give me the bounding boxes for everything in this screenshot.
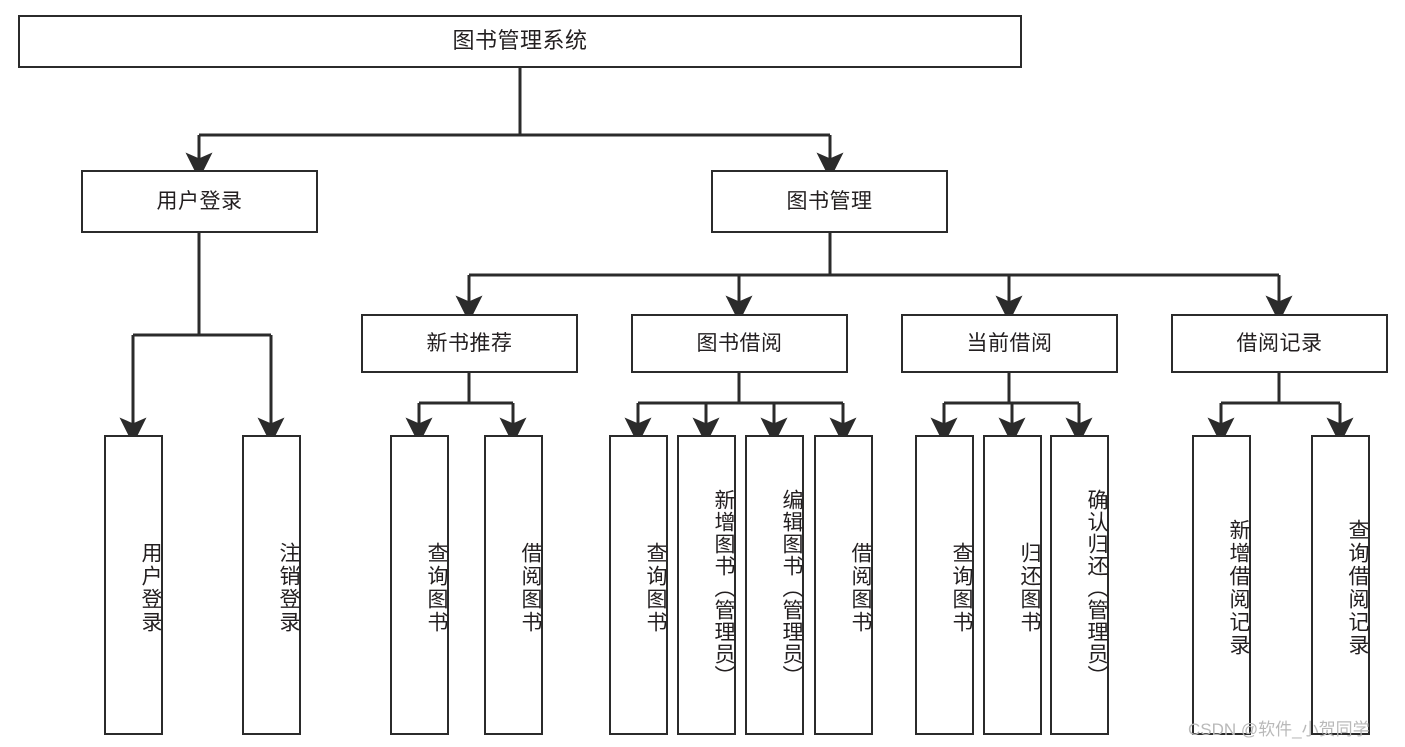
leaf-book-borrow-borrow-book[interactable]: 借阅图书 <box>814 435 873 735</box>
node-label: 用户登录 <box>139 542 162 634</box>
leaf-book-borrow-query-book[interactable]: 查询图书 <box>609 435 668 735</box>
node-label: 查询图书 <box>644 542 667 634</box>
node-label: 借阅图书 <box>519 542 542 634</box>
leaf-current-borrow-return-book[interactable]: 归还图书 <box>983 435 1042 735</box>
node-label: 图书管理 <box>786 189 873 213</box>
node-label: 新增借阅记录 <box>1227 519 1250 657</box>
leaf-book-borrow-edit-book-admin[interactable]: 编辑图书（管理员） <box>745 435 804 735</box>
leaf-borrow-record-add-record[interactable]: 新增借阅记录 <box>1192 435 1251 735</box>
node-current-borrow[interactable]: 当前借阅 <box>901 314 1118 373</box>
node-label: 用户登录 <box>156 189 243 213</box>
node-new-book-recommend[interactable]: 新书推荐 <box>361 314 578 373</box>
node-root-book-management-system[interactable]: 图书管理系统 <box>18 15 1022 68</box>
node-label: 图书借阅 <box>696 331 783 355</box>
node-label: 注销登录 <box>277 542 300 634</box>
node-label: 查询借阅记录 <box>1346 519 1369 657</box>
node-label: 编辑图书（管理员） <box>780 489 803 687</box>
node-label: 查询图书 <box>425 542 448 634</box>
node-label: 确认归还（管理员） <box>1085 489 1108 687</box>
leaf-user-login-logout[interactable]: 注销登录 <box>242 435 301 735</box>
node-label: 新增图书（管理员） <box>712 489 735 687</box>
node-label: 归还图书 <box>1018 542 1041 634</box>
leaf-current-borrow-query-book[interactable]: 查询图书 <box>915 435 974 735</box>
leaf-user-login-login[interactable]: 用户登录 <box>104 435 163 735</box>
node-book-management[interactable]: 图书管理 <box>711 170 948 233</box>
node-label: 借阅记录 <box>1236 331 1323 355</box>
node-label: 新书推荐 <box>426 331 513 355</box>
leaf-book-borrow-add-book-admin[interactable]: 新增图书（管理员） <box>677 435 736 735</box>
node-label: 查询图书 <box>950 542 973 634</box>
node-label: 图书管理系统 <box>452 28 588 54</box>
node-book-borrow[interactable]: 图书借阅 <box>631 314 848 373</box>
node-label: 当前借阅 <box>966 331 1053 355</box>
node-user-login[interactable]: 用户登录 <box>81 170 318 233</box>
leaf-borrow-record-query-record[interactable]: 查询借阅记录 <box>1311 435 1370 735</box>
leaf-new-book-query-book[interactable]: 查询图书 <box>390 435 449 735</box>
leaf-current-borrow-confirm-return-admin[interactable]: 确认归还（管理员） <box>1050 435 1109 735</box>
leaf-new-book-borrow-book[interactable]: 借阅图书 <box>484 435 543 735</box>
node-label: 借阅图书 <box>849 542 872 634</box>
csdn-watermark: CSDN @软件_小贺同学 <box>1188 720 1370 739</box>
node-borrow-record[interactable]: 借阅记录 <box>1171 314 1388 373</box>
